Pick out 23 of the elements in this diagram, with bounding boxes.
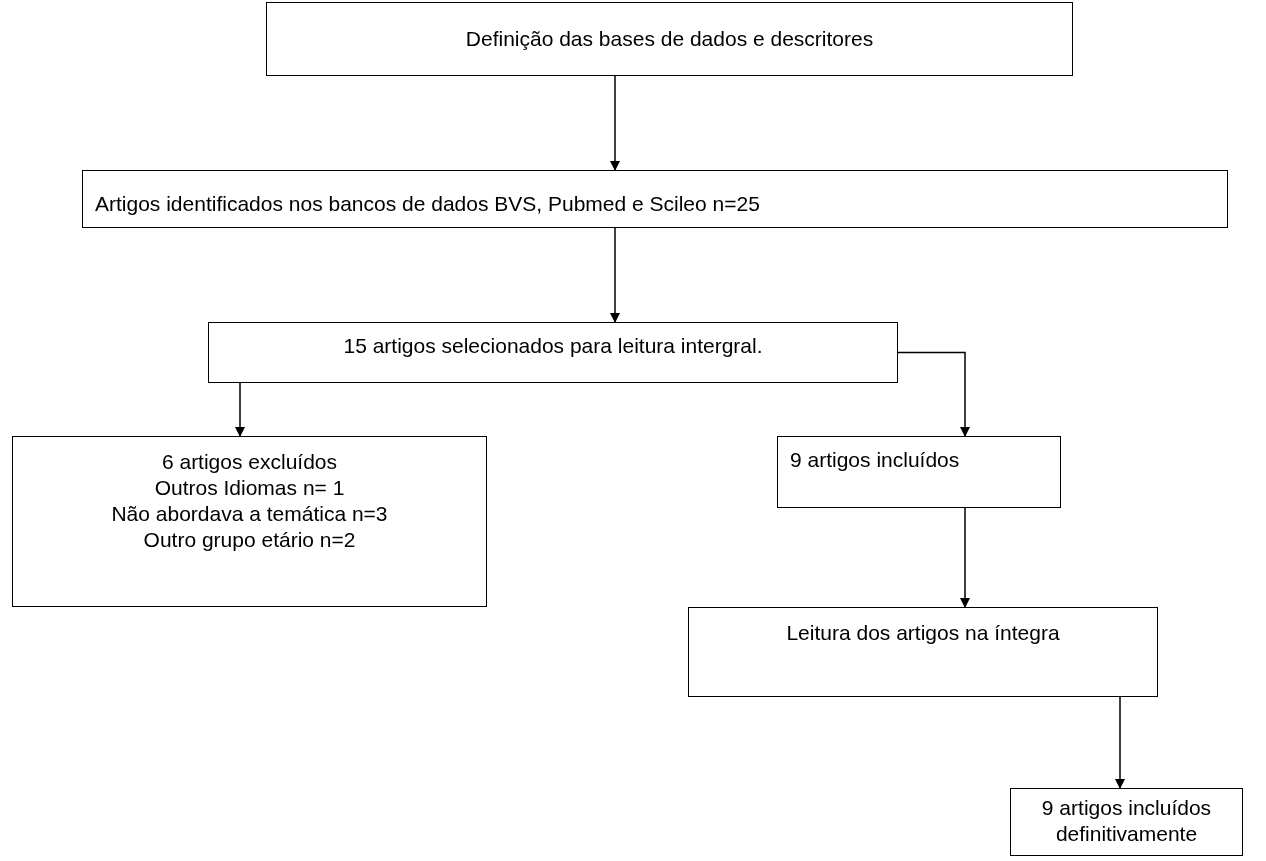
box-text: 9 artigos incluídos definitivamente (1040, 795, 1213, 847)
arrow (610, 227, 620, 323)
process-box (266, 2, 1073, 76)
box-text: Outros Idiomas n= 1 (154, 475, 345, 501)
process-box (12, 436, 487, 607)
process-box (777, 436, 1061, 508)
arrow (897, 351, 970, 437)
process-box (208, 322, 898, 383)
arrow (960, 507, 970, 608)
box-text: 6 artigos excluídos (161, 449, 338, 475)
arrow (610, 75, 620, 171)
arrow (235, 382, 245, 437)
box-text: Outro grupo etário n=2 (143, 527, 356, 553)
box-text: Artigos identificados nos bancos de dados BVS, Pubmed e Scileo n=25 (95, 191, 760, 217)
process-box (1010, 788, 1243, 856)
box-text: 9 artigos incluídos (790, 447, 960, 473)
box-text: 15 artigos selecionados para leitura intergral. (343, 333, 763, 359)
box-text: Não abordava a temática n=3 (111, 501, 388, 527)
box-text: Leitura dos artigos na íntegra (786, 620, 1060, 646)
process-box (82, 170, 1228, 228)
box-text: Definição das bases de dados e descritores (465, 26, 874, 52)
arrow (1115, 696, 1125, 789)
process-box (688, 607, 1158, 697)
